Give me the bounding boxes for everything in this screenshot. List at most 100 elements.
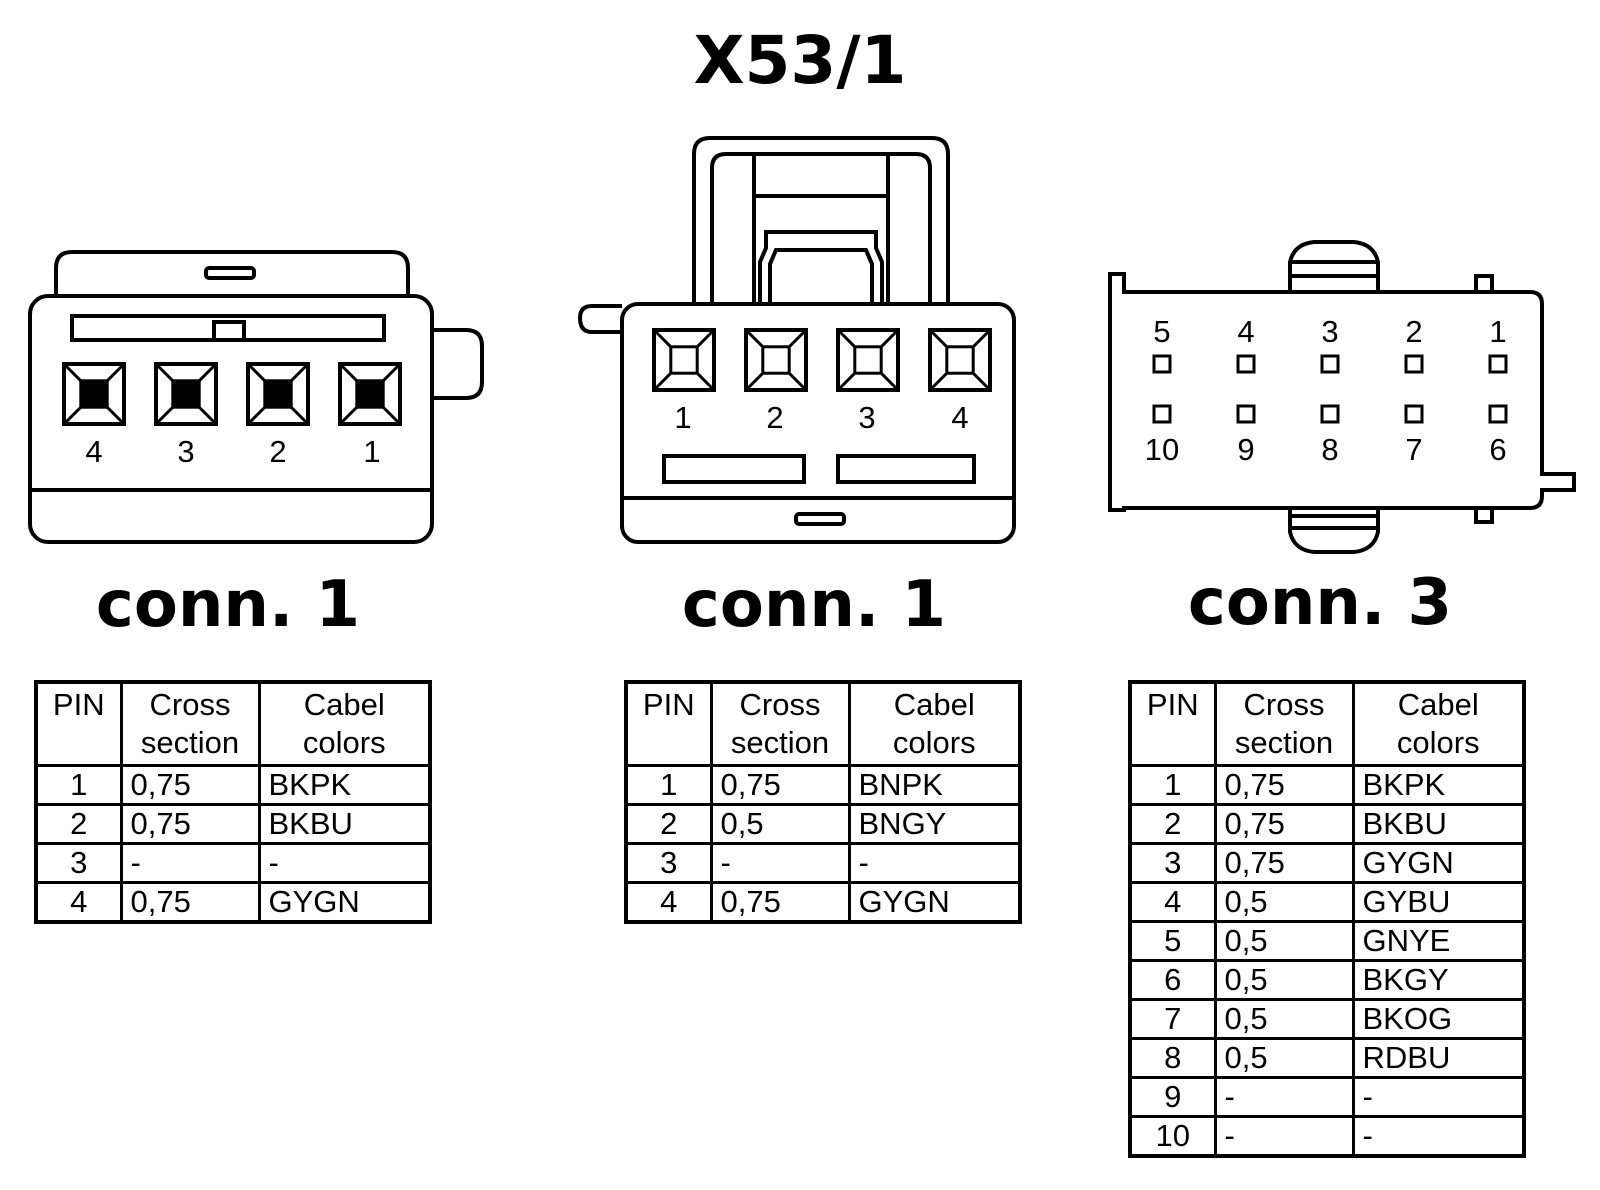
pin-socket (1320, 404, 1340, 424)
pin-cell: 7 (1128, 998, 1217, 1040)
c3-pin-label: 2 (1405, 314, 1422, 349)
cable-color-cell: BKBU (1351, 803, 1526, 845)
pin-contact (171, 379, 201, 409)
pin-socket (1404, 404, 1424, 424)
c1-pin-label: 2 (269, 434, 286, 469)
cavity-bevel (198, 406, 218, 426)
pin-cell: 1 (624, 764, 713, 806)
c3-pin-label: 9 (1237, 432, 1254, 467)
cross-section-cell: 0,75 (709, 764, 851, 806)
cross-section-cell: 0,75 (119, 881, 261, 924)
cross-section-cell: - (1213, 1076, 1355, 1118)
cavity-bevel (696, 372, 716, 392)
cable-color-cell: GYBU (1351, 881, 1526, 923)
pin-contact (761, 345, 791, 375)
c1-pin-label: 4 (85, 434, 102, 469)
cable-color-cell: - (257, 842, 432, 884)
pin-cell: 1 (34, 764, 123, 806)
pin-socket (1488, 404, 1508, 424)
cavity-bevel (972, 328, 992, 348)
c3-pin-label: 1 (1489, 314, 1506, 349)
pin-contact (79, 379, 109, 409)
pin-cell: 4 (1128, 881, 1217, 923)
connector-2-label: conn. 1 (681, 568, 947, 642)
cross-section-cell: - (1213, 1115, 1355, 1158)
cavity-bevel (246, 406, 266, 426)
cable-color-cell: RDBU (1351, 1037, 1526, 1079)
pin-cell: 2 (624, 803, 713, 845)
pin-cell: 8 (1128, 1037, 1217, 1079)
c2-pin-label: 3 (858, 400, 875, 435)
pin-cavity (744, 328, 808, 392)
cavity-bevel (62, 362, 82, 382)
cable-color-cell: BKBU (257, 803, 432, 845)
cavity-bevel (880, 328, 900, 348)
cross-section-cell: 0,5 (1213, 1037, 1355, 1079)
pin-cell: 5 (1128, 920, 1217, 962)
cross-section-cell: - (709, 842, 851, 884)
cross-section-cell: 0,5 (1213, 920, 1355, 962)
c3-pin-label: 3 (1321, 314, 1338, 349)
pin-cavity (652, 328, 716, 392)
cable-color-cell: BKGY (1351, 959, 1526, 1001)
cavity-bevel (788, 328, 808, 348)
pin-cell: 3 (1128, 842, 1217, 884)
cross-section-cell: - (119, 842, 261, 884)
cavity-bevel (198, 362, 218, 382)
pin-cavity (928, 328, 992, 392)
cavity-bevel (382, 362, 402, 382)
cross-section-cell: 0,5 (1213, 998, 1355, 1040)
c3-pin-label: 5 (1153, 314, 1170, 349)
cross-section-cell: 0,75 (1213, 764, 1355, 806)
cable-color-cell: BKPK (1351, 764, 1526, 806)
cross-section-cell: 0,75 (119, 803, 261, 845)
connector-3-housing (1108, 240, 1576, 554)
cable-color-cell: GYGN (257, 881, 432, 924)
pin-cell: 4 (624, 881, 713, 924)
cavity-bevel (836, 372, 856, 392)
c3-pin-label: 8 (1321, 432, 1338, 467)
cavity-bevel (696, 328, 716, 348)
pin-contact (853, 345, 883, 375)
c2-pin-label: 2 (766, 400, 783, 435)
pin-header: PIN (624, 680, 713, 767)
pin-cavity (154, 362, 218, 426)
pin-cavity (338, 362, 402, 426)
c2-pin-label: 1 (674, 400, 691, 435)
cavity-bevel (744, 372, 764, 392)
cavity-bevel (928, 328, 948, 348)
pin-cell: 2 (34, 803, 123, 845)
table-row: 3-- (624, 842, 1022, 884)
cross-section-cell: 0,5 (1213, 959, 1355, 1001)
connector-2-pins (652, 328, 992, 392)
pin-contact (263, 379, 293, 409)
pin-cell: 6 (1128, 959, 1217, 1001)
cavity-bevel (880, 372, 900, 392)
pin-contact (945, 345, 975, 375)
cable-color-cell: - (1351, 1076, 1526, 1118)
connector-2-housing (577, 136, 1016, 544)
cavity-bevel (62, 406, 82, 426)
connector-1-label: conn. 1 (95, 568, 361, 642)
cavity-bevel (788, 372, 808, 392)
pin-header: PIN (1128, 680, 1217, 767)
cross-section-cell: 0,75 (119, 764, 261, 806)
c1-pin-label: 1 (363, 434, 380, 469)
cavity-bevel (836, 328, 856, 348)
